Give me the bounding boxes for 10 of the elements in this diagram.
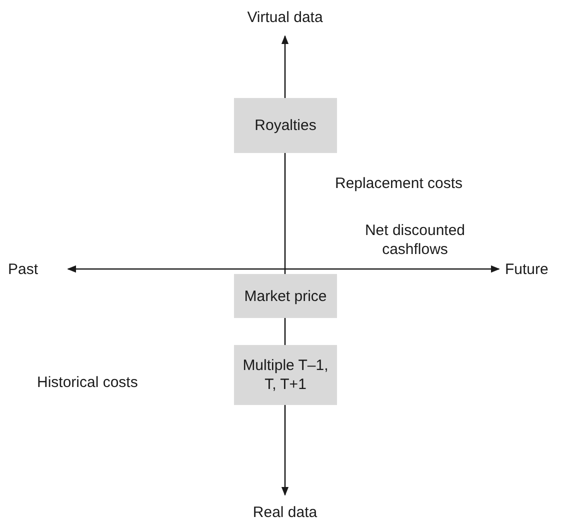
label-box: Royalties bbox=[234, 98, 337, 153]
axis-label: Historical costs bbox=[37, 373, 139, 392]
label-box: Market price bbox=[234, 274, 337, 318]
axis-label: Virtual data bbox=[246, 8, 324, 27]
axis-label: Past bbox=[8, 260, 40, 279]
label-box: Multiple T–1, T, T+1 bbox=[234, 345, 337, 405]
axis-label: Net discounted cashflows bbox=[364, 221, 466, 259]
axis-label: Real data bbox=[252, 503, 318, 522]
axis-label: Future bbox=[505, 260, 550, 279]
axis-label: Replacement costs bbox=[335, 174, 464, 193]
